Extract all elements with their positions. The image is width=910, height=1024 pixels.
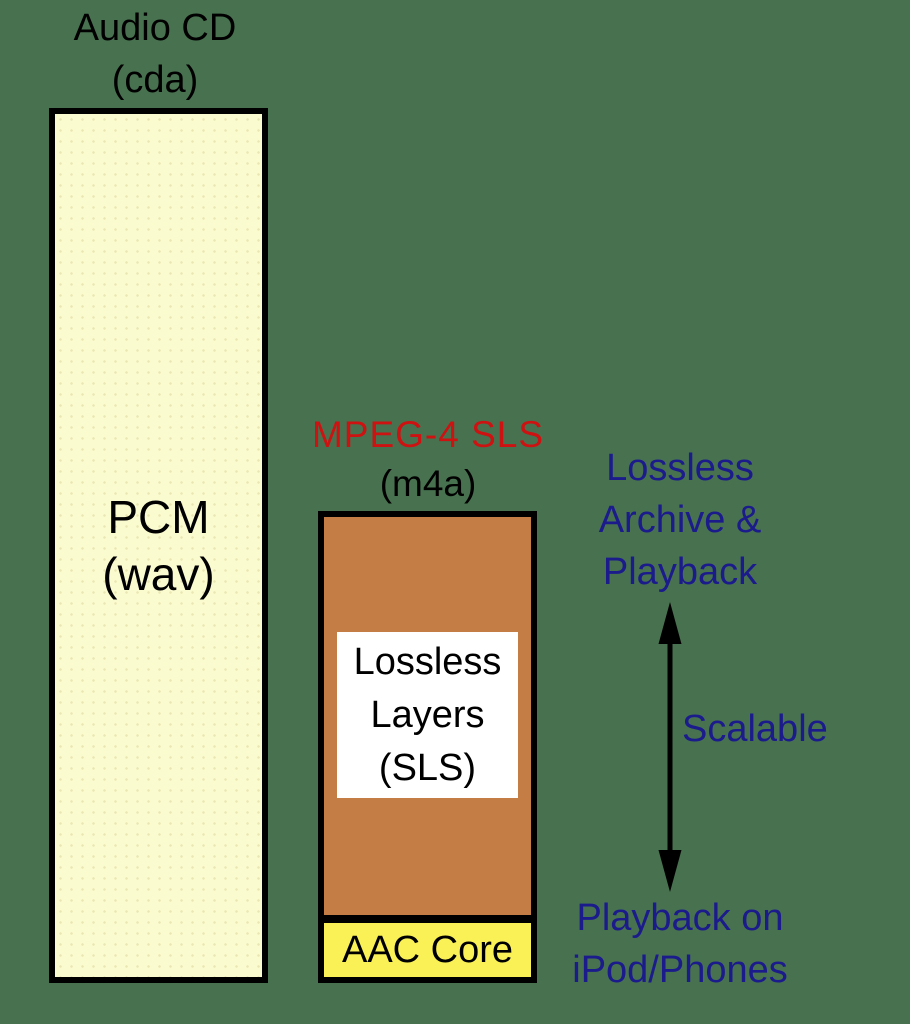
scalable-label: Scalable	[682, 708, 828, 750]
aac-core-bar: AAC Core	[324, 915, 531, 977]
mpeg4-sls-title-line2: (m4a)	[379, 463, 477, 504]
playback-label-line2: iPod/Phones	[572, 949, 788, 991]
archive-label-line2: Archive &	[598, 499, 762, 541]
audio-cd-title-line2: (cda)	[111, 59, 199, 101]
audio-cd-title-line1: Audio CD	[73, 7, 237, 49]
pcm-label-line2: (wav)	[102, 547, 215, 600]
mpeg4-sls-title: MPEG-4 SLS (m4a)	[278, 410, 578, 508]
pcm-wav-label: PCM (wav)	[102, 489, 214, 603]
pcm-label-line1: PCM	[107, 490, 210, 543]
playback-label-line1: Playback on	[576, 897, 784, 939]
playback-on-ipod-label: Playback on iPod/Phones	[555, 892, 805, 996]
archive-label-line3: Playback	[602, 551, 758, 593]
scalable-double-arrow-icon	[658, 602, 682, 892]
mpeg4-sls-title-line1: MPEG-4 SLS	[311, 414, 545, 455]
archive-label-line1: Lossless	[606, 447, 754, 489]
lossless-layers-line1: Lossless	[353, 640, 502, 683]
lossless-layers-box: Lossless Layers (SLS)	[337, 632, 518, 798]
lossless-layers-line3: (SLS)	[378, 746, 477, 789]
aac-core-label: AAC Core	[341, 928, 514, 971]
mpeg4-sls-box: Lossless Layers (SLS) AAC Core	[318, 511, 537, 983]
pcm-wav-box: PCM (wav)	[49, 108, 268, 983]
lossless-archive-playback-label: Lossless Archive & Playback	[555, 442, 805, 598]
audio-cd-title: Audio CD (cda)	[30, 2, 280, 106]
lossless-layers-line2: Layers	[370, 693, 485, 736]
